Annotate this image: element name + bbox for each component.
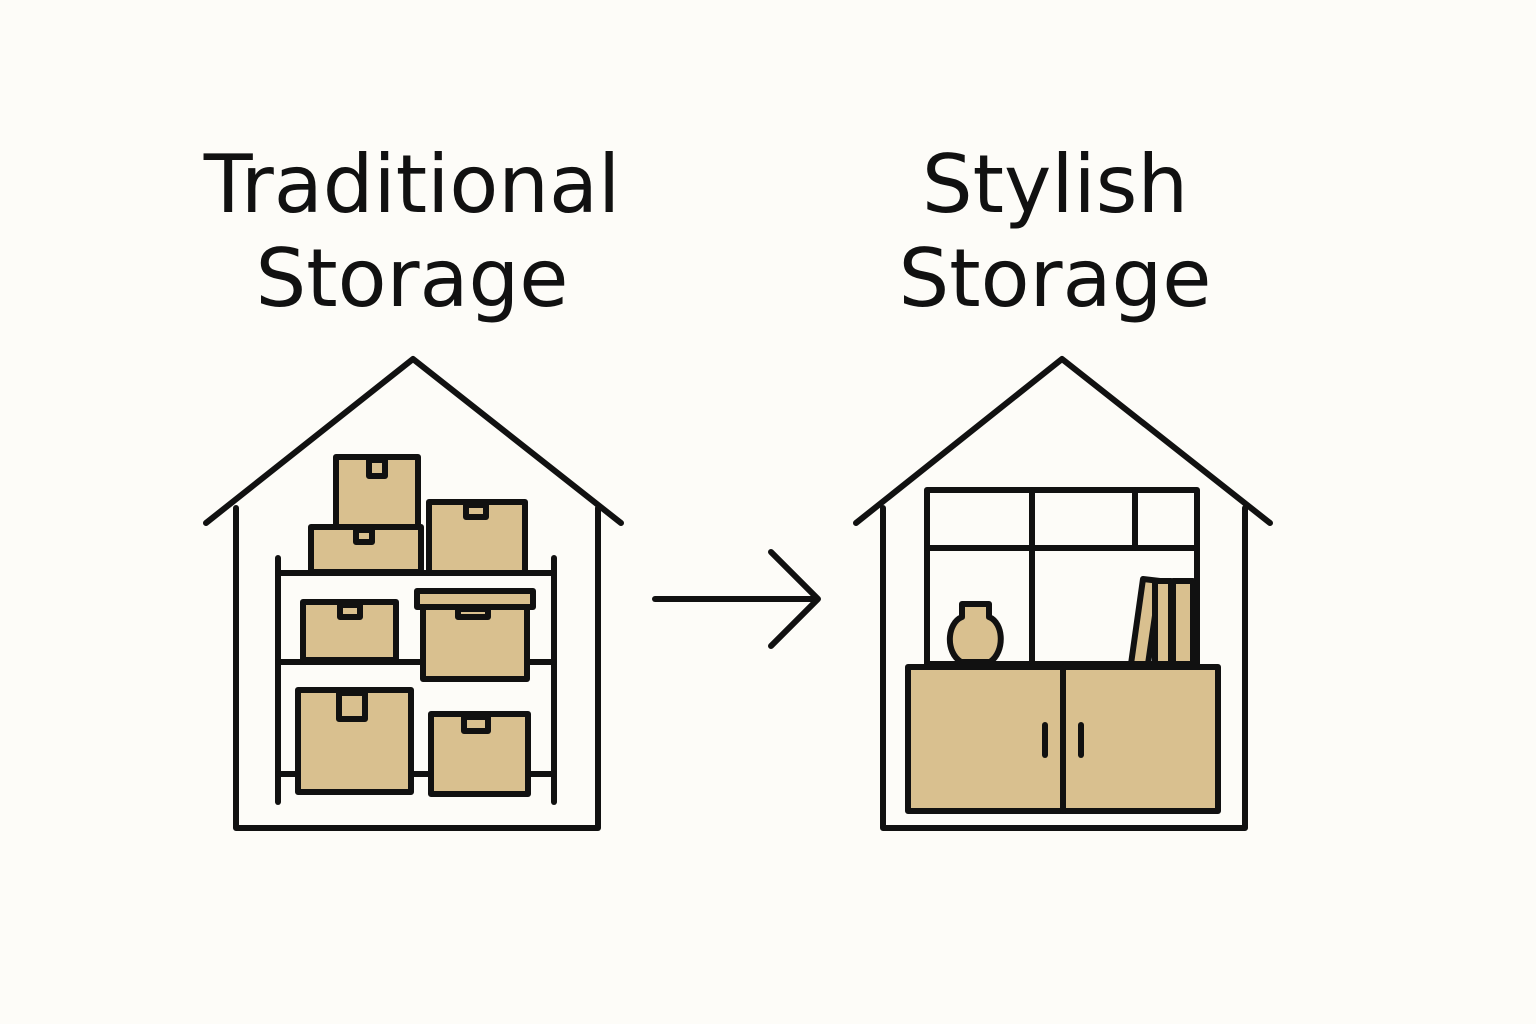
box-icon xyxy=(333,454,421,530)
left-house-roof xyxy=(203,356,624,526)
box-icon xyxy=(428,711,531,797)
cardboard-boxes xyxy=(295,454,536,797)
stylish-title-line2: Storage xyxy=(898,232,1212,325)
stylish-title-line1: Stylish xyxy=(921,138,1189,231)
left-house-walls xyxy=(233,505,601,831)
storage-cabinet xyxy=(905,664,1221,814)
box-icon xyxy=(308,524,424,575)
right-house-walls xyxy=(880,505,1248,831)
vase-icon xyxy=(946,601,1004,665)
stylish-storage-house-icon xyxy=(853,356,1273,831)
right-arrow-icon xyxy=(652,549,821,649)
box-with-lid-icon xyxy=(414,588,536,682)
traditional-title-line2: Storage xyxy=(255,232,569,325)
right-house-roof xyxy=(853,356,1273,526)
box-icon xyxy=(295,687,414,795)
box-icon xyxy=(300,599,399,663)
stylish-storage-title: Stylish Storage xyxy=(775,138,1335,326)
traditional-title-line1: Traditional xyxy=(203,138,621,231)
box-icon xyxy=(426,499,528,576)
traditional-storage-title: Traditional Storage xyxy=(132,138,692,326)
books-icon xyxy=(1128,576,1196,667)
traditional-storage-house-icon xyxy=(203,356,624,831)
